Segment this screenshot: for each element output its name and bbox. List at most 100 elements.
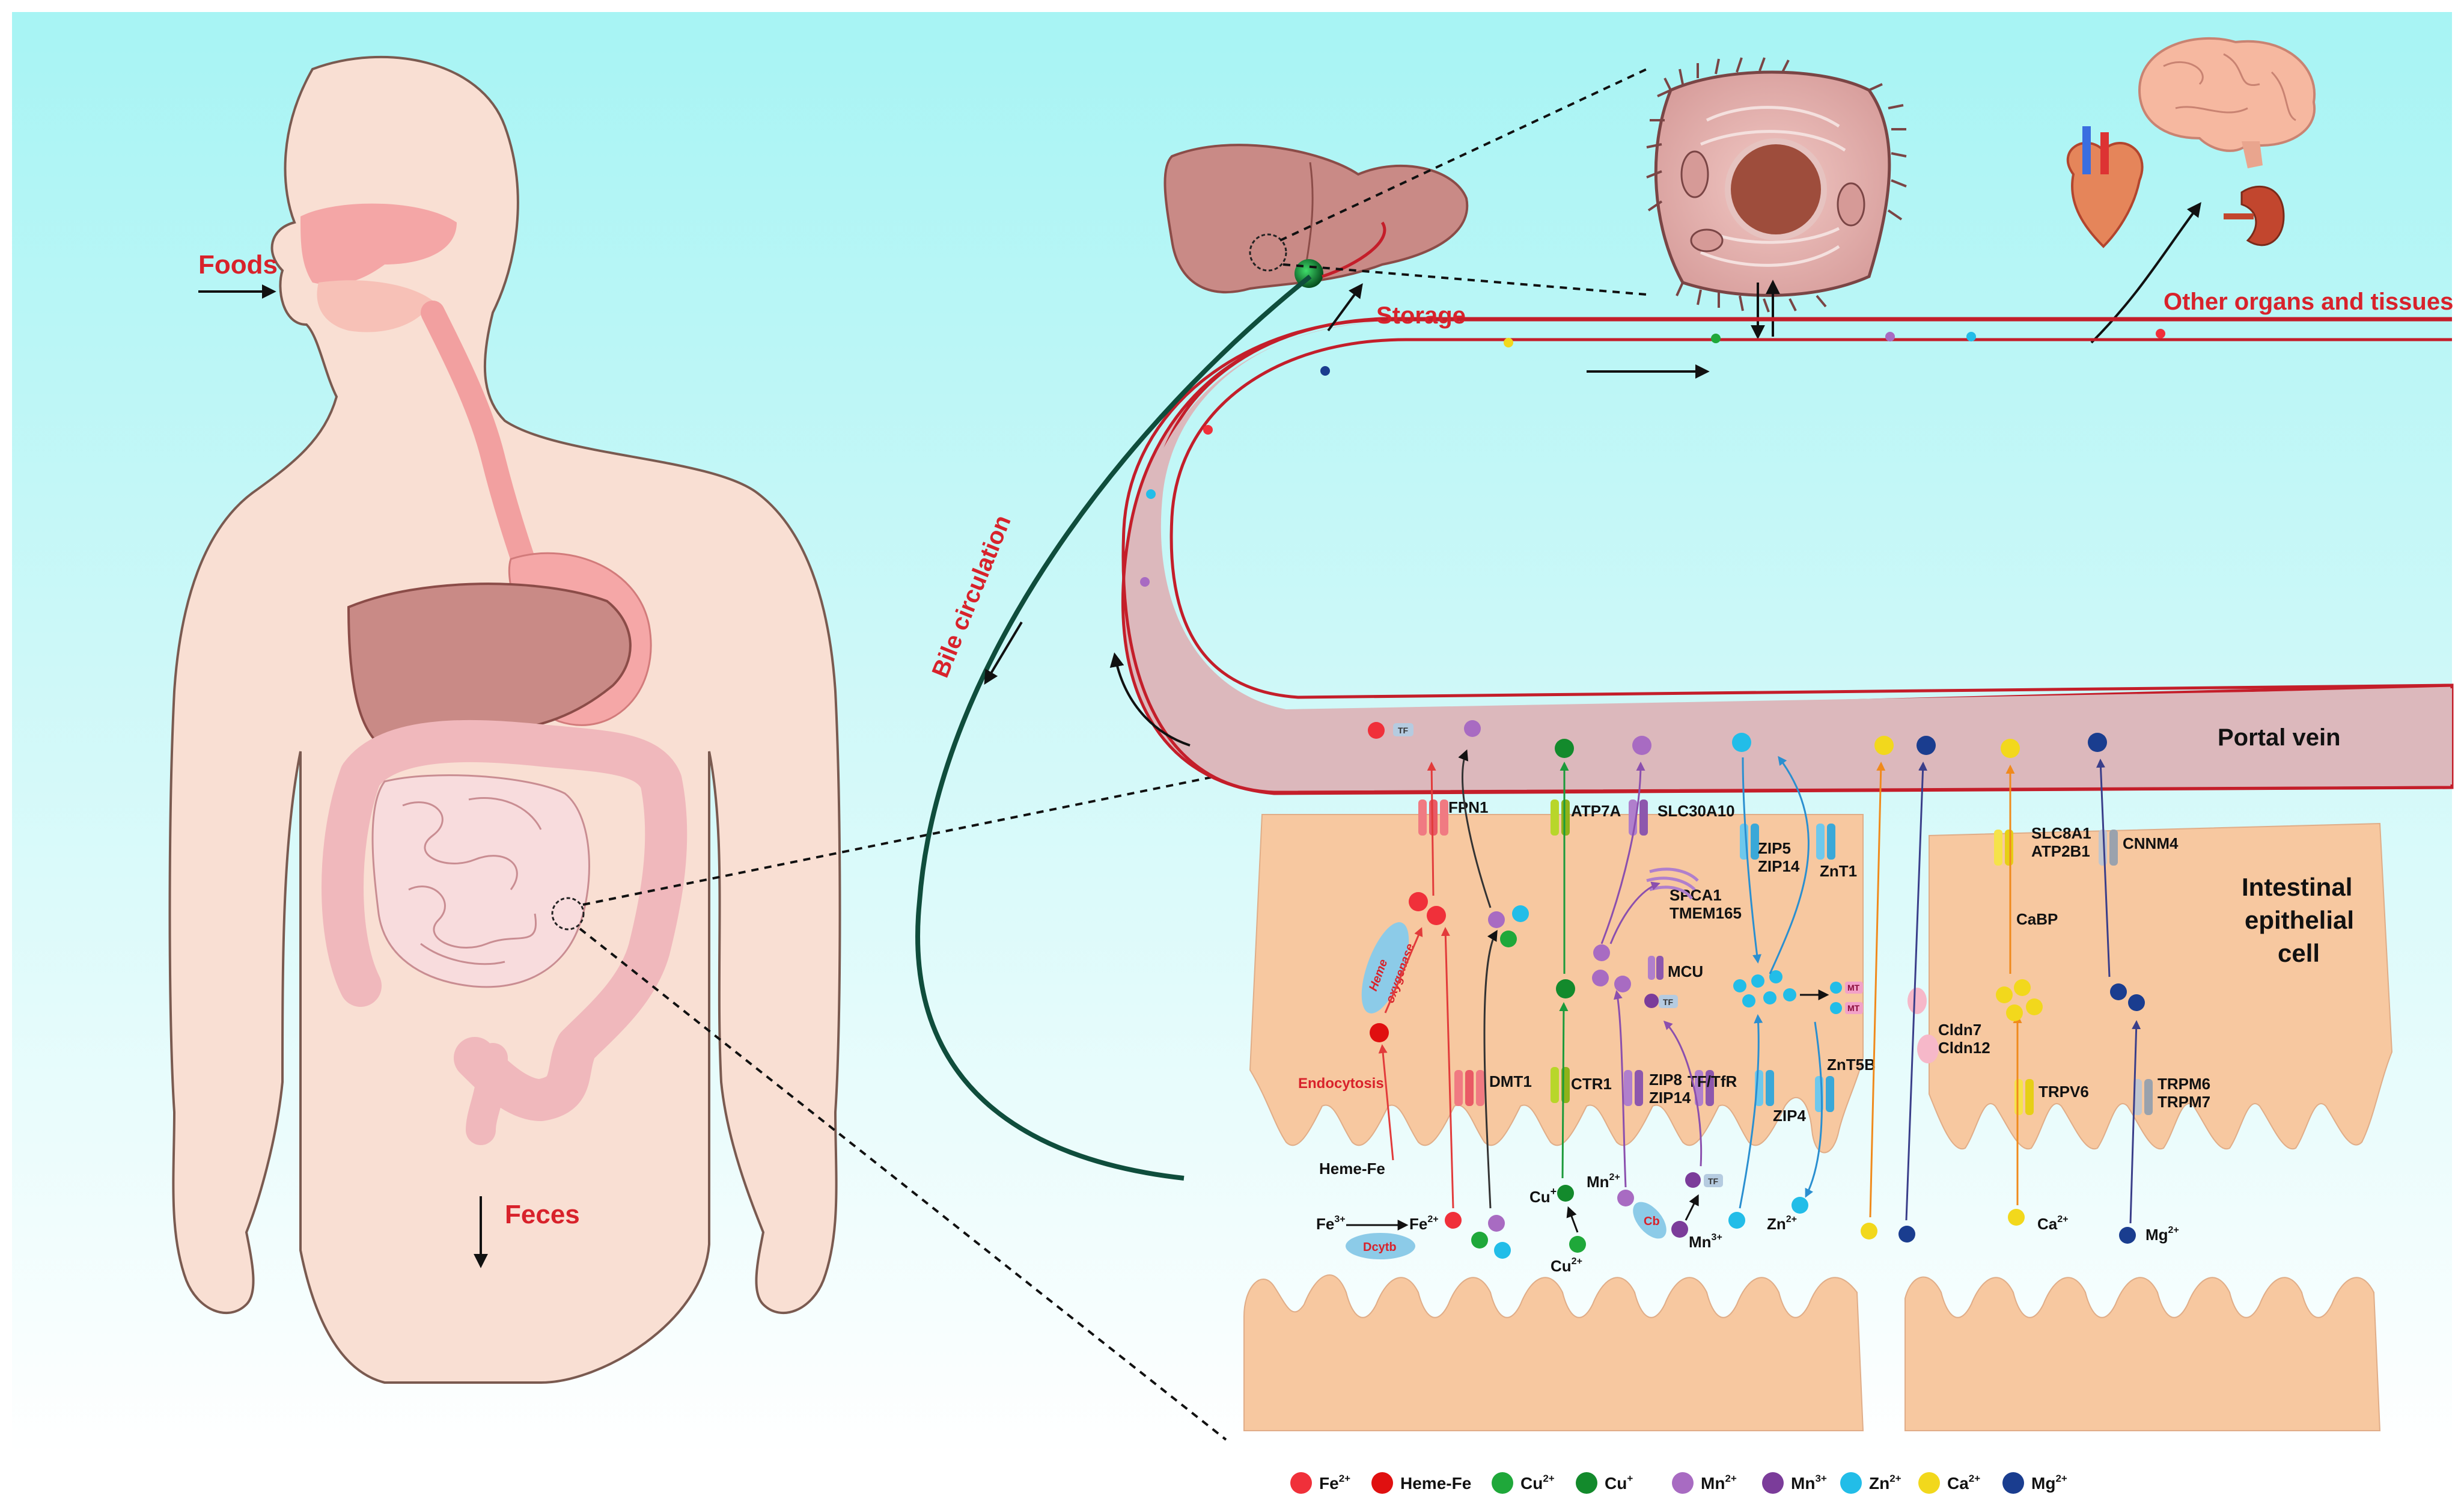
ca-paracellular-arrow — [1869, 762, 1886, 1218]
hepatocyte-microvilli — [1646, 57, 1907, 313]
enterocyte-left — [1249, 814, 1864, 1154]
cu-portal — [1555, 739, 1574, 758]
mn-portal-fe-area — [1464, 720, 1481, 737]
mn3-to-tf-arrow — [1685, 1194, 1699, 1221]
enterocyte-right — [1929, 822, 2393, 1150]
trpm-mg-arrow — [2129, 1020, 2141, 1224]
zip4-zn-arrow — [1739, 1014, 1763, 1209]
claudin-blob-1 — [1907, 988, 1927, 1014]
slc30a10-mn-arrow — [1600, 762, 1645, 944]
ca-cell-2 — [2014, 979, 2031, 996]
atp7a-label: ATP7A — [1571, 802, 1621, 820]
dmt1-channel — [1454, 1070, 1484, 1106]
liver-detail — [1163, 144, 1469, 294]
ca-cell-1 — [1996, 986, 2013, 1003]
large-intestine — [322, 720, 688, 1121]
fe-portal — [1368, 722, 1385, 739]
legend-swatch-0 — [1290, 1472, 1312, 1494]
znt5b-zn-arrow — [1805, 1021, 1823, 1198]
legend-swatch-8 — [2002, 1472, 2024, 1494]
fe-in-cell-2 — [1427, 906, 1446, 925]
heme-to-fe-arrow — [1384, 927, 1423, 1013]
zinc-pathway: Zn2+ MT MT — [1728, 733, 1863, 1233]
tf-badge-cell — [1659, 995, 1678, 1008]
liver-zoom-ring — [1249, 233, 1287, 272]
mg-lumen — [2119, 1227, 2136, 1244]
mn2-label: Mn2+ — [1587, 1172, 1620, 1191]
legend-label-0: Fe2+ — [1319, 1473, 1350, 1493]
zoom-line-lower — [579, 928, 1227, 1441]
cu-plus-cell — [1556, 979, 1575, 998]
zoom-ring-intestine — [551, 897, 585, 931]
cu2-lumen-dmt — [1471, 1232, 1488, 1249]
portal-vein-wall-outer — [1121, 318, 2453, 794]
legend-label-3: Cu+ — [1605, 1473, 1633, 1493]
vessel-ions — [1140, 329, 2165, 587]
mitochondrion-1 — [1680, 150, 1709, 198]
cu-plus-lumen — [1557, 1185, 1574, 1202]
ca2-label: Ca2+ — [2037, 1214, 2069, 1233]
zn-cell-3 — [1742, 994, 1755, 1007]
liver-top — [1163, 144, 1469, 294]
legend-swatch-1 — [1371, 1472, 1393, 1494]
cu2-lumen — [1569, 1236, 1586, 1253]
mn3-tf-bound — [1685, 1172, 1701, 1188]
slc8a1-label: SLC8A1 — [2031, 824, 2091, 842]
to-organs-arrow — [2090, 202, 2201, 344]
mg-paracellular-arrow — [1905, 762, 1928, 1221]
liver-zoom-line-1 — [1279, 68, 1647, 242]
legend-swatch-5 — [1762, 1472, 1784, 1494]
cu2-cell-dmt — [1500, 931, 1517, 947]
zip8-mn-arrow — [1613, 990, 1627, 1188]
trpm6-label: TRPM6 — [2158, 1075, 2210, 1093]
portal-vein-body — [1129, 322, 2452, 790]
heme-fe-uptake-arrow — [1378, 1044, 1394, 1161]
trpv6-label: TRPV6 — [2039, 1083, 2089, 1101]
cldn12-label: Cldn12 — [1938, 1039, 1990, 1057]
legend-swatch-2 — [1492, 1472, 1513, 1494]
mcu-channel — [1648, 956, 1664, 980]
mn-cell-4 — [1644, 994, 1659, 1008]
cu-plus-label: Cu+ — [1529, 1185, 1557, 1206]
legend-label-2: Cu2+ — [1520, 1473, 1555, 1493]
heme-fe-in-cell — [1370, 1023, 1389, 1042]
small-intestine — [371, 774, 590, 988]
intestinal-cell-label-3: cell — [2278, 939, 2320, 967]
tmem165-label: TMEM165 — [1670, 904, 1742, 922]
mg-portal-1 — [1917, 736, 1936, 755]
zip8-label: ZIP8 — [1649, 1071, 1682, 1089]
mcu-label: MCU — [1668, 962, 1703, 980]
manganese-pathway: Mn2+ Cb Mn3+ TF TF — [1587, 736, 1723, 1251]
zip8-channel — [1624, 1070, 1643, 1106]
zn2-lumen-dmt — [1494, 1242, 1511, 1259]
intestinal-cell-right — [1904, 822, 2393, 1431]
mn-cell-2 — [1592, 970, 1609, 986]
trpm7-label: TRPM7 — [2158, 1093, 2210, 1111]
fpn1-channel — [1418, 799, 1448, 836]
vessel-ion-fe-2 — [1203, 425, 1213, 435]
ca-paracellular-lumen — [1861, 1223, 1877, 1240]
small-intestine-folds — [402, 796, 542, 965]
mixed-export-arrow — [1458, 749, 1492, 908]
znt1-zn-arrow — [1769, 756, 1810, 974]
fe3-label: Fe3+ — [1316, 1214, 1346, 1233]
intestinal-cell-left — [1243, 814, 1864, 1431]
vessel-ion-zn-2 — [1146, 489, 1156, 499]
vessel-ion-mg — [1320, 366, 1330, 376]
legend-label-5: Mn3+ — [1791, 1473, 1827, 1493]
intestinal-cell-label-2: epithelial — [2245, 906, 2354, 934]
mn2-lumen-dmt — [1488, 1215, 1505, 1232]
dmt1-label: DMT1 — [1489, 1072, 1532, 1090]
cldn7-label: Cldn7 — [1938, 1021, 1981, 1039]
mg2-label: Mg2+ — [2145, 1225, 2179, 1244]
ctr1-cu-arrow — [1559, 1002, 1569, 1179]
mn3-label: Mn3+ — [1689, 1232, 1722, 1251]
fe-in-cell-1 — [1409, 892, 1428, 911]
kidney-icon — [2240, 185, 2285, 246]
zn-mt-1 — [1830, 982, 1842, 994]
nasal-cavity — [300, 203, 457, 285]
mt-badge-2-text: MT — [1847, 1003, 1860, 1013]
zn-cell-1 — [1733, 979, 1746, 992]
vessel-ion-mn — [1885, 332, 1895, 341]
